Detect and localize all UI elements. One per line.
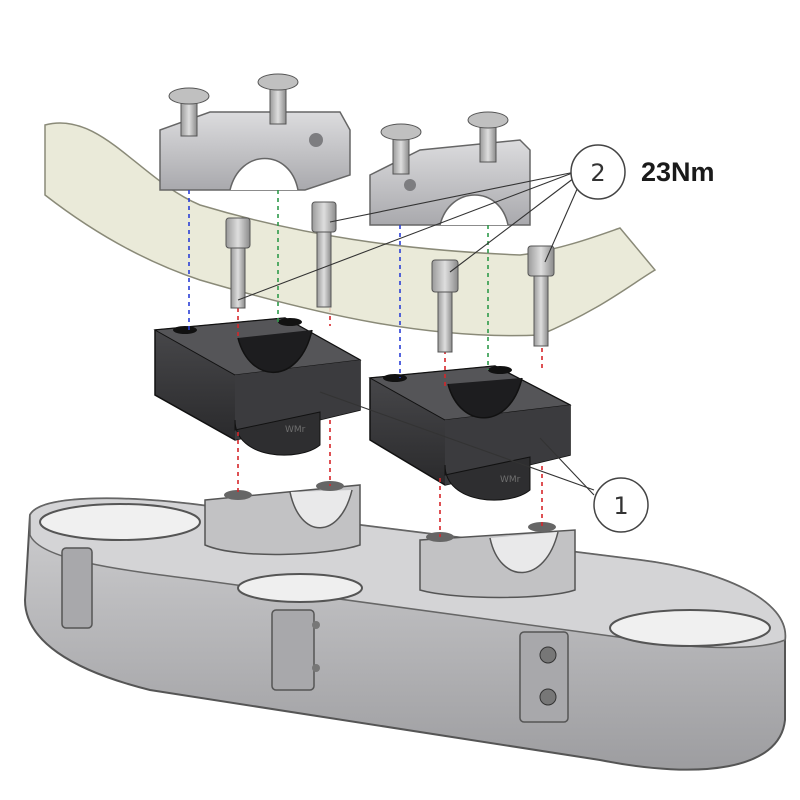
- socket-head-bolt-icon: [225, 201, 555, 353]
- bolt-mid-2: [311, 201, 337, 308]
- green-guide-lines: [277, 190, 489, 370]
- bolt-mid-4: [527, 245, 555, 347]
- handlebar-clamp-icon: [159, 73, 531, 226]
- callout-1: 1: [593, 477, 649, 533]
- riser-logo-left: WMr: [285, 425, 306, 435]
- torque-label: 23Nm: [641, 157, 715, 187]
- triple-mount-right: [419, 522, 576, 599]
- leader-lines: [237, 171, 595, 496]
- callout-1-number: 1: [613, 492, 628, 520]
- handlebar-tube: [44, 122, 657, 337]
- callout-2: 2: [570, 144, 626, 200]
- callout-2-number: 2: [590, 159, 605, 187]
- triple-mount-left: [204, 481, 361, 556]
- triple-clamp-icon: [23, 481, 787, 771]
- riser-logo-right: WMr: [500, 475, 521, 485]
- blue-guide-lines: [188, 190, 401, 378]
- riser-block-icon: WMr WMr: [153, 317, 572, 501]
- riser-left: WMr: [153, 317, 362, 456]
- bolt-mid-1: [225, 217, 251, 309]
- riser-right: WMr: [368, 365, 572, 501]
- clamp-left: [159, 73, 351, 191]
- clamp-right: [369, 111, 531, 226]
- bolt-mid-3: [431, 259, 459, 353]
